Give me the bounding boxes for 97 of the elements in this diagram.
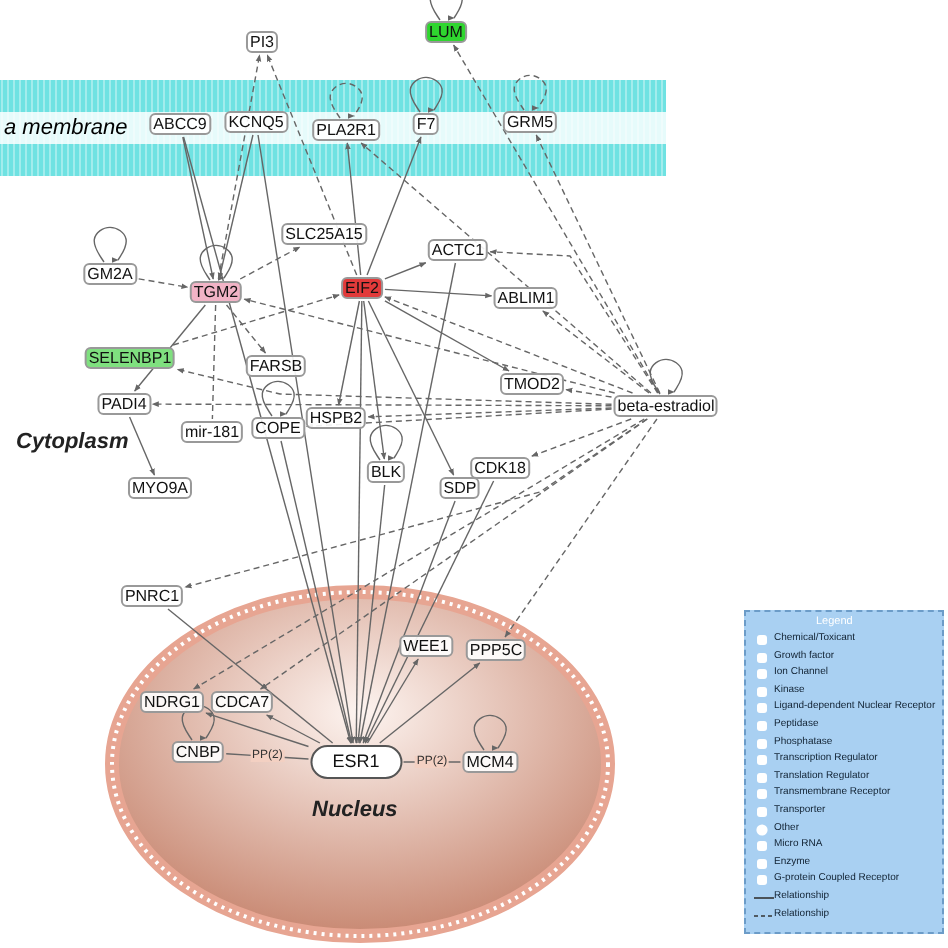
molecule-node: TGM2 (189, 281, 243, 303)
arrow (217, 134, 254, 280)
arrow (243, 298, 616, 394)
molecule-node: FARSB (245, 355, 307, 377)
molecule-node: CDCA7 (210, 691, 274, 713)
molecule-node: PADI4 (97, 393, 151, 415)
connector-line (167, 608, 334, 744)
molecule-node: ABLIM1 (493, 287, 559, 309)
connector-line (211, 304, 217, 420)
molecule-node: PNRC1 (120, 585, 184, 607)
arrow (360, 142, 652, 394)
molecule-node: ACTC1 (427, 239, 489, 261)
self-loop-arrow (473, 714, 507, 751)
arrow (151, 401, 613, 407)
arrow (366, 136, 422, 276)
arrow (364, 480, 495, 744)
molecule-node: KCNQ5 (224, 111, 288, 133)
arrow (358, 262, 457, 744)
arrow (337, 300, 361, 406)
arrow (379, 662, 481, 744)
arrow (239, 246, 301, 280)
membrane-band (0, 80, 666, 176)
connector-line (357, 484, 386, 744)
arrow (531, 418, 632, 457)
compartment-label: a membrane (4, 116, 128, 140)
molecule-node: COPE (251, 417, 305, 439)
molecule-node: SDP (439, 477, 481, 499)
arrow (182, 136, 215, 280)
arrow (193, 418, 645, 690)
self-loop-arrow (409, 76, 443, 113)
molecule-node: CDK18 (470, 457, 530, 479)
molecule-node: F7 (412, 113, 440, 135)
arrow (367, 300, 455, 476)
arrow (257, 134, 355, 744)
molecule-node: SLC25A15 (281, 223, 367, 245)
arrow (366, 658, 419, 744)
molecule-node: SELENBP1 (84, 347, 176, 369)
nucleus-ellipse (104, 584, 616, 944)
self-loop-arrow (181, 704, 215, 741)
arrow (176, 368, 613, 405)
molecule-node: mir-181 (180, 421, 244, 443)
self-loop-arrow (513, 74, 547, 111)
arrow (182, 136, 352, 744)
arrow (172, 294, 340, 346)
molecule-node: TMOD2 (500, 373, 564, 395)
arrow (367, 407, 613, 420)
molecule-node: beta-estradiol (613, 395, 719, 417)
molecule-node: NDRG1 (140, 691, 204, 713)
arrow (259, 418, 649, 690)
arrow (225, 304, 267, 354)
arrow (184, 418, 648, 589)
arrow (384, 262, 427, 280)
arrow (384, 300, 510, 372)
self-loop-arrow (649, 358, 683, 395)
arrow (362, 500, 456, 744)
connector-line (225, 753, 310, 760)
molecule-node: BLK (366, 461, 406, 483)
arrow (205, 712, 310, 748)
molecule-node: ESR1 (310, 745, 402, 779)
compartment-label: Cytoplasm (16, 430, 129, 454)
arrow (353, 300, 363, 744)
molecule-node: EIF2 (341, 277, 383, 299)
arrow (542, 310, 650, 394)
self-loop-arrow (369, 424, 403, 461)
arrow (266, 714, 321, 744)
molecule-node: GRM5 (502, 111, 558, 133)
molecule-node: PLA2R1 (312, 119, 380, 141)
arrow (535, 134, 661, 394)
self-loop-arrow (199, 244, 233, 281)
arrow (128, 416, 156, 476)
self-loop-arrow (329, 82, 363, 119)
arrow (504, 418, 658, 638)
molecule-node: PPP5C (465, 639, 527, 661)
arrow (363, 300, 387, 460)
molecule-node: LUM (425, 21, 467, 43)
arrow (280, 440, 353, 744)
molecule-node: WEE1 (399, 635, 453, 657)
molecule-node: CNBP (171, 741, 225, 763)
molecule-node: ABCC9 (149, 113, 211, 135)
compartment-label: Nucleus (312, 798, 398, 822)
arrow (345, 142, 362, 276)
arrow (137, 278, 189, 289)
molecule-node: MCM4 (462, 751, 518, 773)
arrow (489, 249, 659, 394)
arrow (134, 304, 206, 392)
molecule-node: HSPB2 (305, 407, 367, 429)
molecule-node: PI3 (246, 31, 278, 53)
self-loop-arrow (429, 0, 463, 21)
molecule-node: MYO9A (128, 477, 192, 499)
molecule-node: GM2A (83, 263, 137, 285)
arrow (217, 54, 262, 280)
arrow (384, 288, 493, 299)
arrow (266, 54, 358, 276)
arrow (565, 387, 613, 398)
arrow (384, 296, 634, 394)
self-loop-arrow (261, 380, 295, 417)
self-loop-arrow (93, 226, 127, 263)
